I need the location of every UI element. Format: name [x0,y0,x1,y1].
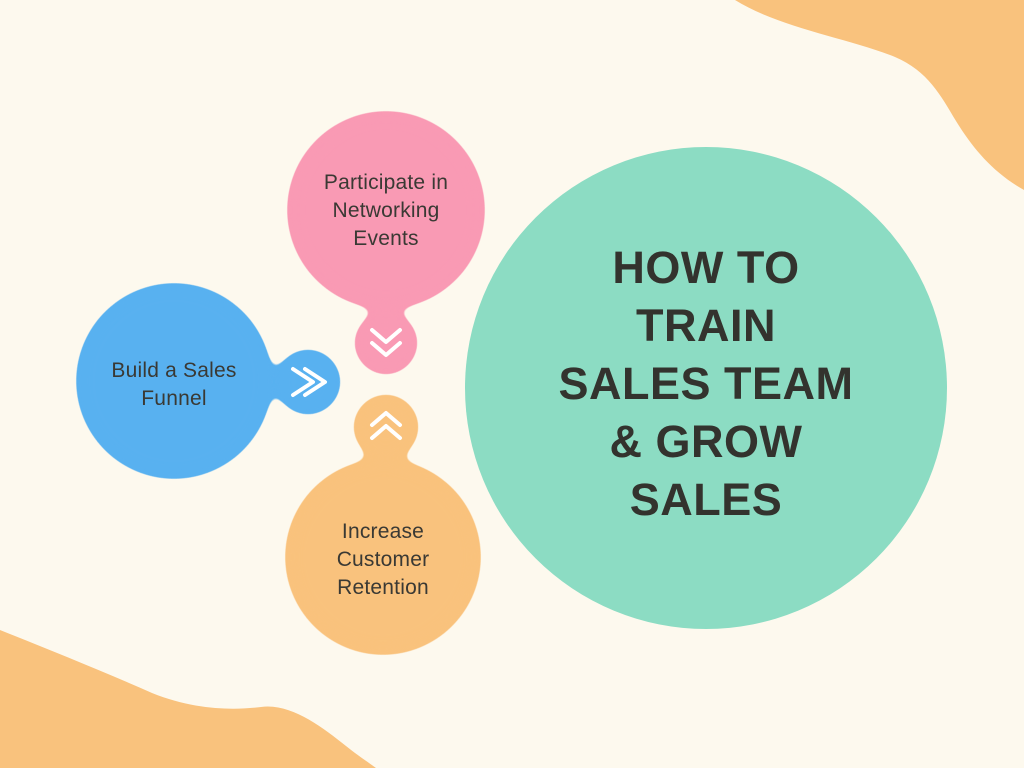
page-title: HOW TO TRAIN SALES TEAM & GROW SALES [558,239,853,529]
label-line: Networking [332,199,440,222]
right-chevron-icon [291,367,327,397]
corner-blob-top-right [735,0,1024,190]
title-line: SALES TEAM [558,358,854,409]
title-line: SALES [629,474,783,525]
networking-label: Participate in Networking Events [324,169,448,253]
label-line: Events [353,227,419,250]
down-chevron-icon [370,328,402,357]
label-line: Customer [336,548,430,571]
label-line: Funnel [141,387,207,410]
sales-funnel-label: Build a Sales Funnel [111,357,236,413]
label-line: Retention [337,576,429,599]
title-bubble [465,147,947,629]
corner-blob-bottom-left [0,630,376,768]
sales-funnel-bubble [77,284,271,478]
networking-bubble [288,112,484,308]
label-line: Build a Sales [111,359,237,382]
title-line: TRAIN [636,300,776,351]
title-line: & GROW [609,416,803,467]
up-chevron-icon [370,411,402,440]
title-line: HOW TO [612,242,800,293]
label-line: Increase [341,520,425,543]
label-line: Participate in [323,171,449,194]
retention-label: Increase Customer Retention [337,518,430,602]
sales-funnel-connector [276,350,340,414]
retention-bubble [286,460,480,654]
